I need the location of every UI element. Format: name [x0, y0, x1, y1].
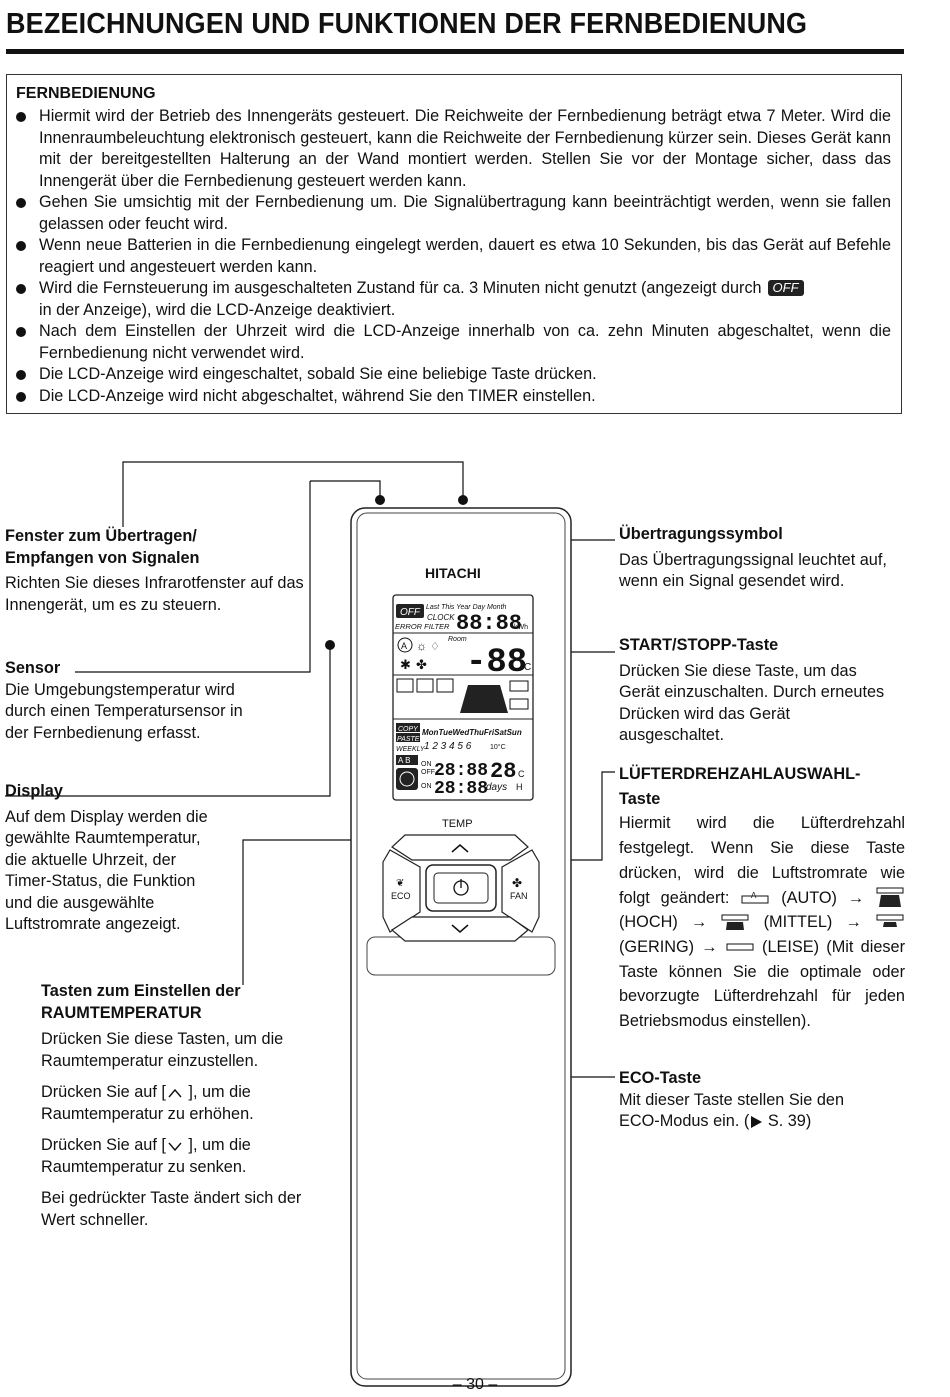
svg-text:A: A [751, 891, 757, 900]
label-fenster: Fenster zum Übertragen/ Empfangen von Si… [5, 527, 304, 614]
bullet-icon [16, 391, 26, 402]
bullet-icon [16, 112, 26, 122]
label-sensor: Sensor Die Umgebungstemperatur wird durc… [5, 659, 243, 742]
svg-text:✤: ✤ [512, 876, 522, 890]
label-start-stop: START/STOPP-Taste Drücken Sie diese Tast… [619, 636, 885, 744]
temp-down-button[interactable] [390, 916, 529, 942]
svg-text:Last This Year Day Month: Last This Year Day Month [426, 604, 507, 611]
bullet-icon [16, 198, 26, 208]
page-title: BEZEICHNUNGEN UND FUNKTIONEN DER FERNBED… [6, 8, 808, 40]
svg-text:ON: ON [421, 783, 432, 790]
list-item: Nach dem Einstellen der Uhrzeit wird die… [15, 321, 891, 364]
list-item: Wenn neue Batterien in die Fernbedienung… [15, 235, 891, 278]
fan-low-icon [876, 914, 904, 927]
svg-text:C: C [518, 769, 525, 779]
svg-text:28:88: 28:88 [434, 779, 488, 799]
bullet-icon [16, 241, 26, 251]
fan-quiet-icon [726, 943, 754, 951]
bullet-icon [16, 327, 26, 337]
svg-text:days: days [486, 782, 507, 793]
brand-logo: HITACHI [425, 565, 481, 581]
chevron-down-icon [168, 1142, 182, 1151]
list-item: Gehen Sie umsichtig mit der Fernbedienun… [15, 192, 891, 235]
fan-high-icon [876, 887, 904, 908]
svg-text:MonTueWedThuFriSatSun: MonTueWedThuFriSatSun [422, 728, 522, 737]
arrow-right-icon [751, 1115, 763, 1128]
label-display: Display Auf dem Display werden die gewäh… [5, 782, 208, 933]
start-stop-button[interactable] [425, 864, 497, 912]
title-rule [6, 49, 904, 54]
svg-text:ECO: ECO [391, 891, 411, 901]
list-item: Die LCD-Anzeige wird eingeschaltet, soba… [15, 364, 891, 386]
fan-button[interactable]: ✤ FAN [501, 849, 540, 933]
list-item: Wird die Fernsteuerung im ausgeschaltete… [15, 278, 891, 321]
svg-text:28: 28 [490, 759, 516, 784]
svg-text:1 2 3 4 5 6: 1 2 3 4 5 6 [424, 741, 472, 752]
svg-text:FAN: FAN [510, 891, 528, 901]
info-box: FERNBEDIENUNG Hiermit wird der Betrieb d… [6, 74, 902, 414]
svg-text:ERROR FILTER: ERROR FILTER [395, 622, 450, 631]
remote-control: HITACHI OFF Last This Year Day Month CLO… [350, 507, 572, 1387]
label-uebertragung: Übertragungssymbol Das Übertragungssigna… [619, 525, 887, 590]
svg-text:TEMP: TEMP [442, 818, 473, 830]
svg-text:C: C [524, 662, 531, 673]
svg-text:A: A [401, 641, 407, 651]
label-luefter: LÜFTERDREHZAHLAUSWAHL- Taste Hiermit wir… [619, 765, 905, 1031]
bullet-icon [16, 370, 26, 380]
svg-text:H: H [516, 782, 523, 792]
off-badge: OFF [767, 280, 804, 296]
svg-text:☼: ☼ [416, 639, 427, 653]
svg-text:CLOCK: CLOCK [427, 613, 455, 622]
svg-text:10°C: 10°C [490, 743, 506, 751]
chevron-up-icon [168, 1088, 182, 1098]
svg-text:OFF: OFF [400, 607, 421, 618]
list-item: Die LCD-Anzeige wird nicht abgeschaltet,… [15, 386, 891, 408]
fan-auto-icon: A [741, 891, 769, 904]
svg-text:WEEKLY: WEEKLY [396, 746, 426, 753]
label-eco: ECO-Taste Mit dieser Taste stellen Sie d… [619, 1069, 845, 1130]
list-item: Hiermit wird der Betrieb des Innengeräts… [15, 106, 891, 192]
svg-text:♢: ♢ [430, 641, 440, 653]
info-list: Hiermit wird der Betrieb des Innengeräts… [15, 106, 891, 407]
svg-text:Room: Room [448, 636, 467, 643]
svg-text:ON: ON [421, 761, 432, 768]
bullet-icon [16, 284, 26, 294]
svg-text:✤: ✤ [416, 657, 427, 672]
svg-text:-88: -88 [466, 644, 527, 682]
page-number: – 30 – [452, 1376, 498, 1393]
label-tasten: Tasten zum Einstellen der RAUMTEMPERATUR… [41, 982, 302, 1229]
info-box-heading: FERNBEDIENUNG [16, 85, 156, 102]
lcd-display: OFF Last This Year Day Month CLOCK ERROR… [392, 594, 534, 801]
svg-text:28:88: 28:88 [434, 761, 488, 781]
fan-medium-icon [721, 914, 749, 930]
svg-text:COPY: COPY [398, 726, 419, 733]
svg-text:❦: ❦ [396, 878, 404, 889]
svg-text:OFF: OFF [421, 769, 435, 776]
eco-button[interactable]: ❦ ECO [382, 849, 421, 933]
svg-text:kWh: kWh [514, 624, 528, 631]
svg-text:✱: ✱ [400, 657, 411, 672]
svg-text:A B: A B [398, 756, 410, 765]
temp-up-button[interactable] [391, 834, 529, 861]
svg-text:PASTE: PASTE [397, 736, 420, 743]
svg-text:88:88: 88:88 [456, 611, 522, 636]
